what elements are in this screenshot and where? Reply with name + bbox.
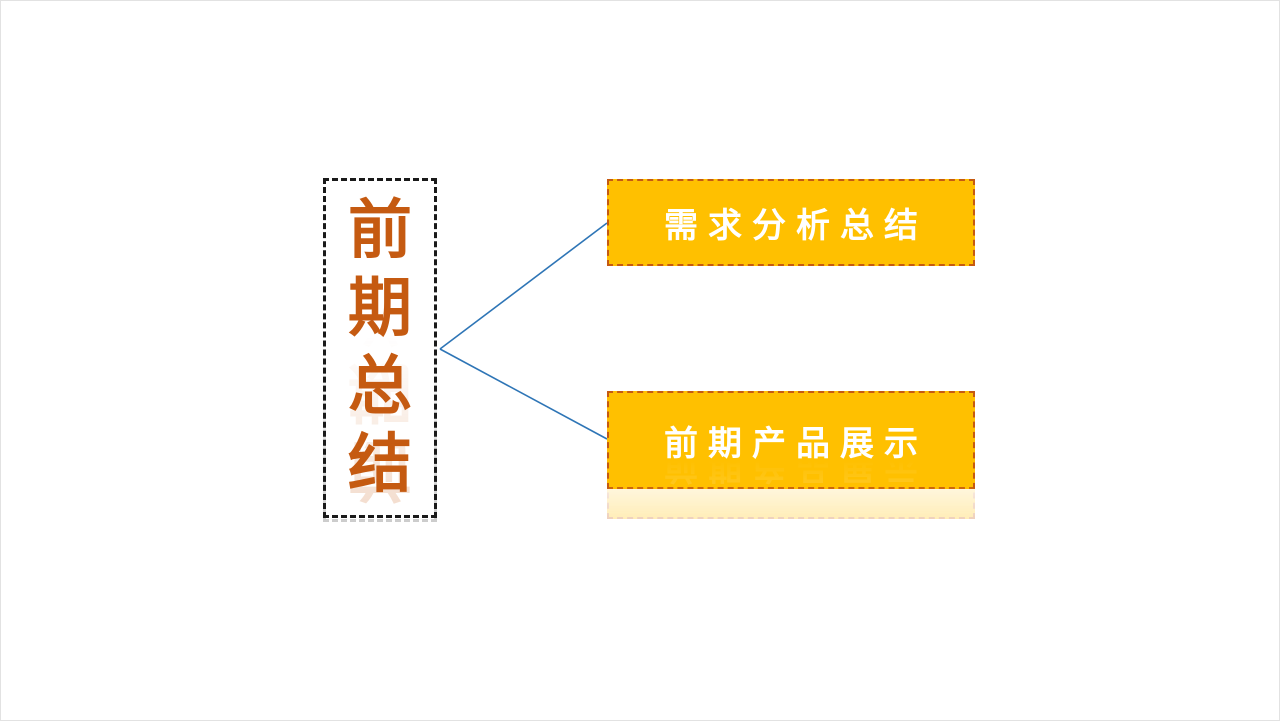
branch-node-requirements: 需求分析总结 <box>607 179 975 266</box>
root-char-4: 结 <box>348 428 412 502</box>
connector-to-bottom-branch <box>439 348 608 440</box>
root-reflection-box: 前 期 总 结 <box>323 182 437 522</box>
root-char-3: 总 <box>348 350 412 424</box>
root-node-reflection: 前 期 总 结 <box>323 182 437 522</box>
branch-label-requirements: 需求分析总结 <box>664 206 928 246</box>
branch-node-reflection: 前期产品展示 <box>607 421 975 519</box>
connector-to-top-branch <box>439 222 608 350</box>
root-node: 前 期 总 结 <box>323 178 437 518</box>
root-char-2: 期 <box>348 272 412 346</box>
root-reflection-char-2: 期 <box>348 354 412 428</box>
branch-reflection-box: 前期产品展示 <box>607 421 975 519</box>
branch-node-product-demo: 前期产品展示 <box>607 391 975 489</box>
branch-label-product-demo: 前期产品展示 <box>664 416 928 465</box>
root-reflection-char-3: 总 <box>348 276 412 350</box>
root-reflection-char-4: 结 <box>348 198 412 272</box>
root-char-1: 前 <box>348 194 412 268</box>
root-reflection-char-1: 前 <box>348 432 412 506</box>
branch-reflection-label: 前期产品展示 <box>664 446 928 487</box>
